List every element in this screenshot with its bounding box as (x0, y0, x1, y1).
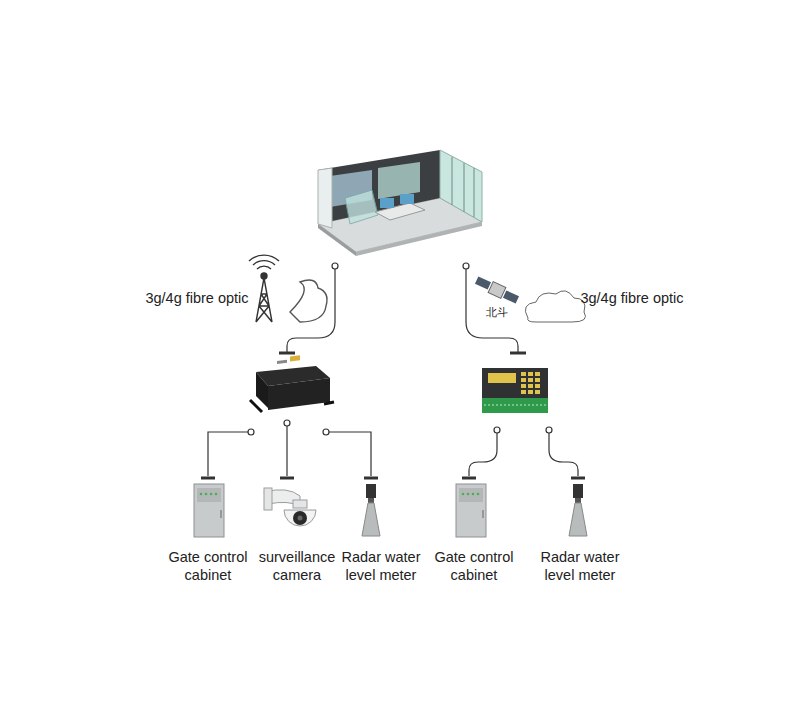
satellite-label: 北斗 (477, 305, 517, 319)
radar-level-meter (569, 484, 587, 536)
link-label: 3g/4g fibre optic (577, 289, 687, 308)
device-node: Radar water level meter (532, 480, 628, 584)
device-caption: Gate control cabinet (426, 548, 522, 584)
device-caption: surveillance camera (252, 548, 342, 584)
gate-cabinet (194, 484, 224, 537)
cloud (525, 291, 585, 322)
device-node: Gate control cabinet (426, 480, 522, 584)
device-node: Gate control cabinet (160, 480, 256, 584)
telemetry-terminal (482, 368, 548, 413)
radar-level-meter (362, 484, 380, 536)
device-caption: Radar water level meter (532, 548, 628, 584)
dome-camera (264, 488, 316, 526)
device-wires (201, 420, 585, 478)
uplink-wires (279, 263, 526, 353)
link-label: 3g/4g fibre optic (142, 289, 252, 308)
device-node: surveillance camera (252, 480, 342, 584)
control-room (318, 150, 482, 256)
gate-cabinet (456, 484, 486, 537)
device-caption: Gate control cabinet (160, 548, 256, 584)
satellite (475, 276, 519, 303)
radio-tower (249, 255, 327, 322)
video-recorder (250, 355, 334, 412)
device-node: Radar water level meter (333, 480, 429, 584)
device-caption: Radar water level meter (333, 548, 429, 584)
